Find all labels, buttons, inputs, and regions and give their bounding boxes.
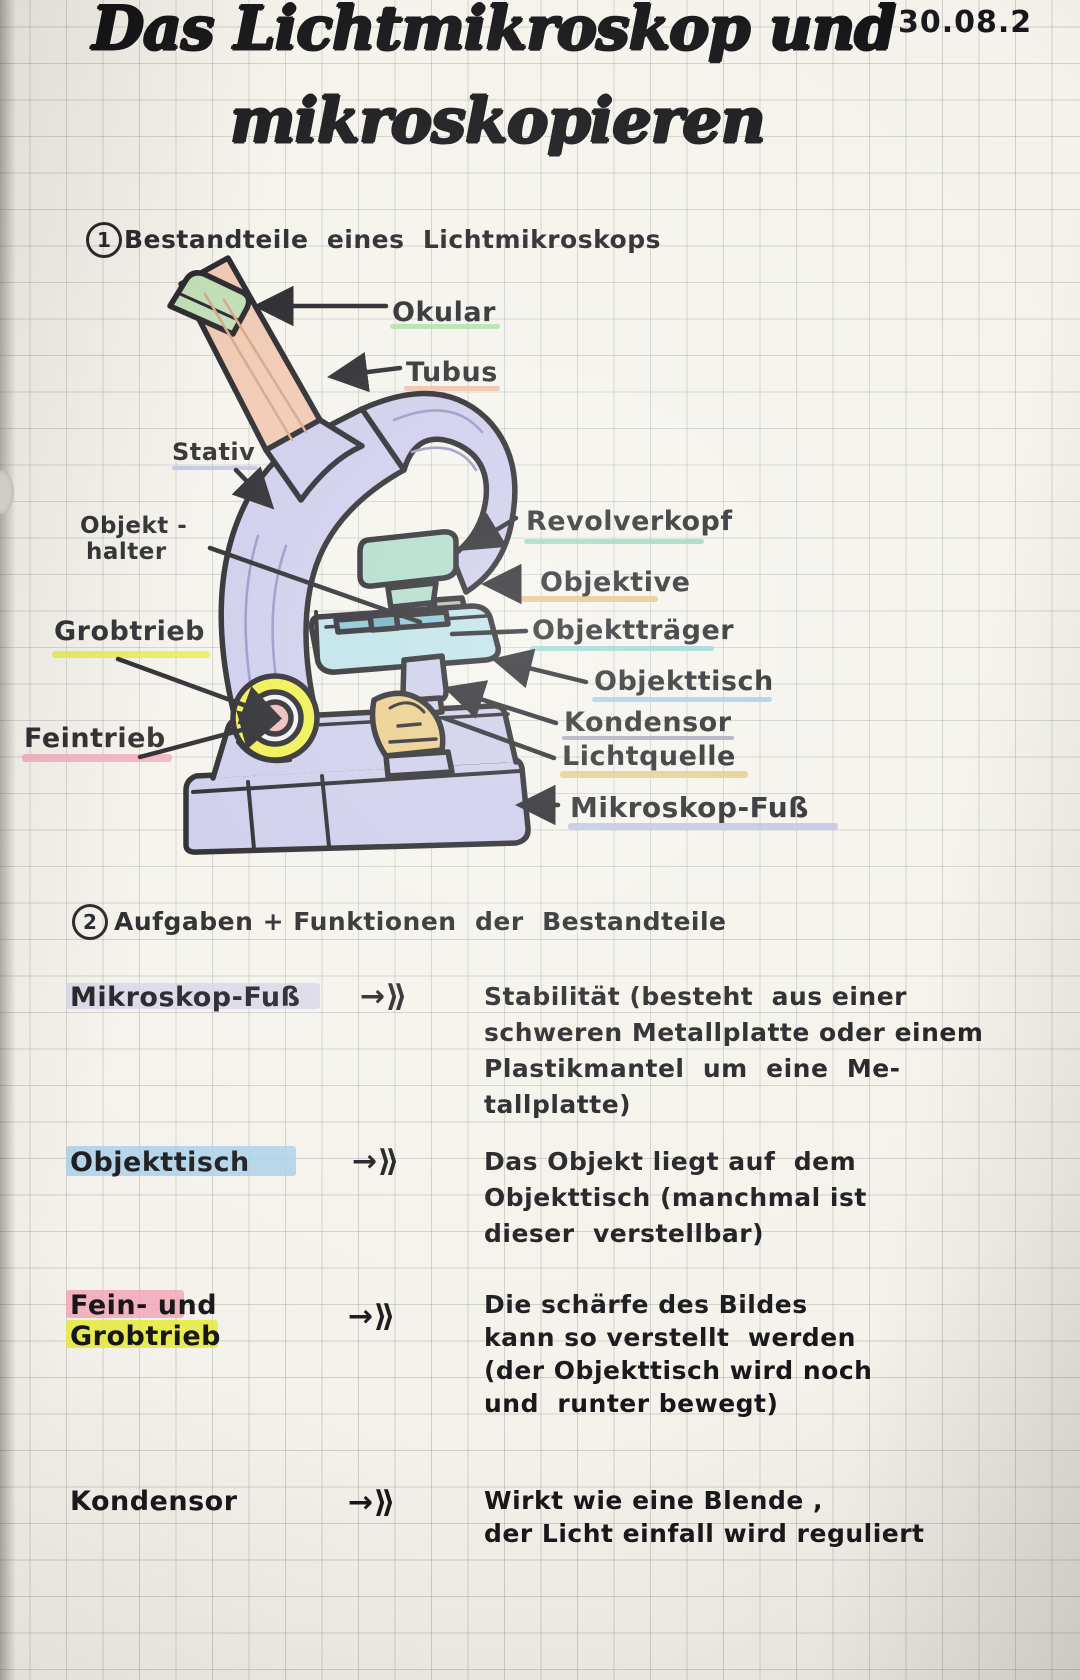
highlight-lichtquelle <box>560 771 748 778</box>
label-tubus: Tubus <box>406 357 498 388</box>
row-desc-feingrobtrieb-l2: kann so verstellt werden <box>484 1323 856 1352</box>
row-arrow-feingrobtrieb: →⟫ <box>348 1299 396 1334</box>
revolver-nosepiece <box>357 529 459 589</box>
highlight-row-objekttisch <box>66 1146 296 1176</box>
row-desc-mikroskopfuss-l2: schweren Metallplatte oder einem <box>484 1018 984 1047</box>
row-desc-feingrobtrieb-l1: Die schärfe des Bildes <box>484 1290 808 1319</box>
row-desc-kondensor-l2: der Licht einfall wird reguliert <box>484 1519 925 1548</box>
microscope-base <box>183 756 531 855</box>
label-mikroskopfuss: Mikroskop-Fuß <box>570 791 809 824</box>
row-desc-mikroskopfuss-l4: tallplatte) <box>484 1090 632 1119</box>
row-desc-kondensor-l1: Wirkt wie eine Blende , <box>484 1486 823 1515</box>
label-stativ: Stativ <box>172 438 256 466</box>
highlight-kondensor <box>562 736 734 740</box>
row-desc-objekttisch-l1: Das Objekt liegt auf dem <box>484 1147 857 1176</box>
label-objekttisch: Objekttisch <box>594 666 774 697</box>
section1-heading: Bestandteile eines Lichtmikroskops <box>124 225 661 254</box>
leader-tubus <box>327 351 403 393</box>
leader-kondensor <box>443 680 559 726</box>
highlight-mikroskopfuss <box>568 823 838 830</box>
row-term-objekttisch: Objekttisch <box>70 1147 250 1178</box>
section2-number-circle: 2 <box>72 904 108 940</box>
leader-revolverkopf <box>462 512 519 551</box>
row-desc-mikroskopfuss-l3: Plastikmantel um eine Me- <box>484 1054 901 1083</box>
section1-number-circle: 1 <box>86 222 122 258</box>
highlight-objektive <box>518 596 658 602</box>
lamp-housing <box>383 749 455 779</box>
highlight-row-mikroskopfuss <box>66 983 320 1009</box>
page-date: 30.08.2 <box>898 5 1033 40</box>
label-objektive: Objektive <box>540 567 691 598</box>
row-term-fein: Fein- und <box>70 1290 218 1321</box>
row-term-grobtrieb: Grobtrieb <box>70 1321 221 1352</box>
label-okular: Okular <box>392 297 496 328</box>
label-revolverkopf: Revolverkopf <box>526 506 733 537</box>
highlight-okular <box>390 324 500 329</box>
label-lichtquelle: Lichtquelle <box>562 741 736 772</box>
row-term-kondensor: Kondensor <box>70 1486 238 1517</box>
page-title-line2: mikroskopieren <box>230 84 766 157</box>
highlight-revolverkopf <box>524 539 704 544</box>
highlight-objekttraeger <box>530 646 714 651</box>
leader-objekthalter <box>207 545 423 625</box>
section1-number: 1 <box>97 228 111 252</box>
highlight-grobtrieb <box>52 651 210 658</box>
section2-heading: Aufgaben + Funktionen der Bestandteile <box>114 907 727 936</box>
highlight-tubus <box>404 386 500 391</box>
leader-objekttraeger <box>449 628 529 637</box>
row-desc-objekttisch-l3: dieser verstellbar) <box>484 1219 765 1248</box>
highlight-objekttisch <box>592 697 772 702</box>
leader-objekttisch <box>491 648 589 689</box>
highlight-row-grobtrieb <box>66 1320 218 1348</box>
row-desc-objekttisch-l2: Objekttisch (manchmal ist <box>484 1183 867 1212</box>
highlight-stativ <box>172 466 258 470</box>
row-term-mikroskopfuss: Mikroskop-Fuß <box>70 982 301 1013</box>
row-desc-mikroskopfuss-l1: Stabilität (besteht aus einer <box>484 982 907 1011</box>
leader-lichtquelle <box>441 715 557 761</box>
highlight-row-fein <box>66 1290 184 1318</box>
label-objekthalter-line2: halter <box>86 539 167 565</box>
label-grobtrieb: Grobtrieb <box>54 616 205 647</box>
row-arrow-kondensor: →⟫ <box>348 1485 396 1520</box>
label-kondensor: Kondensor <box>564 707 732 738</box>
leader-stativ <box>231 466 275 510</box>
label-feintrieb: Feintrieb <box>24 723 166 754</box>
leader-feintrieb <box>137 710 281 760</box>
page-title-line1: Das Lichtmikroskop und <box>92 0 896 64</box>
page-edge-notch <box>0 470 14 514</box>
label-objekthalter-line1: Objekt - <box>80 513 188 539</box>
section2-number: 2 <box>83 910 97 934</box>
leader-grobtrieb <box>115 656 283 725</box>
label-objekttraeger: Objektträger <box>532 615 735 646</box>
row-arrow-objekttisch: →⟫ <box>352 1144 400 1179</box>
row-arrow-mikroskopfuss: →⟫ <box>360 979 408 1014</box>
highlight-feintrieb <box>22 754 172 762</box>
row-desc-feingrobtrieb-l4: und runter bewegt) <box>484 1389 779 1418</box>
row-desc-feingrobtrieb-l3: (der Objekttisch wird noch <box>484 1356 873 1385</box>
